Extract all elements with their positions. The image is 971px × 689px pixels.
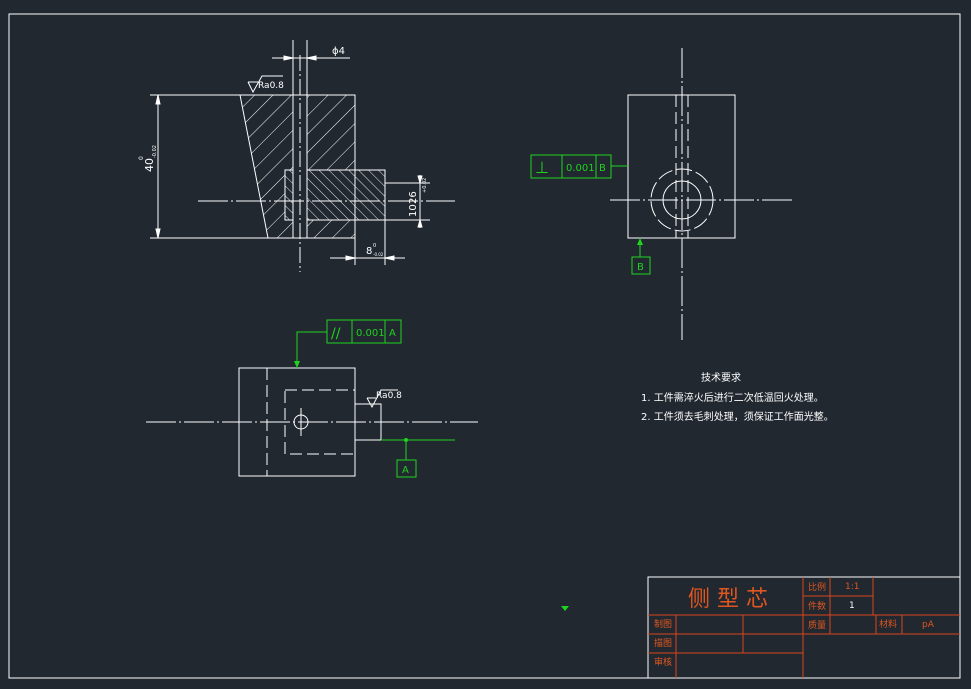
dim-width-main: 8 <box>366 246 372 257</box>
dim-boss-tol: +0.02 <box>422 178 428 193</box>
top-view <box>146 367 478 477</box>
side-fcf-value: 0.001 <box>566 163 595 174</box>
title-block <box>647 576 961 679</box>
notes-line-1: 1. 工件需淬火后进行二次低温回火处理。 <box>641 391 824 404</box>
cursor-marker <box>561 606 569 611</box>
top-fcf <box>296 319 455 478</box>
side-fcf-symbol: ⊥ <box>535 158 549 177</box>
drawing-border <box>8 13 961 679</box>
side-view <box>610 48 792 340</box>
dim-width-tol-top: 0 <box>373 243 376 249</box>
qty-value: 1 <box>849 601 855 611</box>
roughness-label-front: Ra0.8 <box>258 81 284 91</box>
top-fcf-value: 0.001 <box>356 328 385 339</box>
roughness-label-top: Ra0.8 <box>376 391 402 401</box>
dim-height-main: 40 <box>143 158 156 172</box>
review-label: 审核 <box>654 656 672 668</box>
drawn-label: 制图 <box>654 618 672 630</box>
top-fcf-datum: A <box>389 328 396 339</box>
weight-label: 质量 <box>808 619 826 631</box>
top-datum-label: A <box>402 465 409 476</box>
notes-title: 技术要求 <box>701 371 741 384</box>
design-label: 描图 <box>654 637 672 649</box>
material-label: 材料 <box>879 618 897 630</box>
front-section-view <box>150 40 455 272</box>
dia-label: ϕ4 <box>332 46 345 57</box>
dim-height-tol-bot: -0.02 <box>152 145 158 158</box>
side-fcf-datum: B <box>599 163 606 174</box>
qty-label: 件数 <box>808 600 826 612</box>
dim-boss-main2: 26 <box>408 191 419 204</box>
dim-height-tol-top: 0 <box>138 156 145 160</box>
scale-label: 比例 <box>808 581 826 593</box>
notes-line-2: 2. 工件须去毛刺处理，须保证工作面光整。 <box>641 410 834 423</box>
scale-value: 1:1 <box>845 582 859 592</box>
part-name: 侧 型 芯 <box>688 587 768 612</box>
side-datum-label: B <box>637 262 644 273</box>
material-value: pA <box>922 620 935 630</box>
dim-width-tol-bot: -0.02 <box>373 252 384 257</box>
top-fcf-symbol: // <box>331 326 341 342</box>
dim-boss-main: 10 <box>408 204 419 217</box>
